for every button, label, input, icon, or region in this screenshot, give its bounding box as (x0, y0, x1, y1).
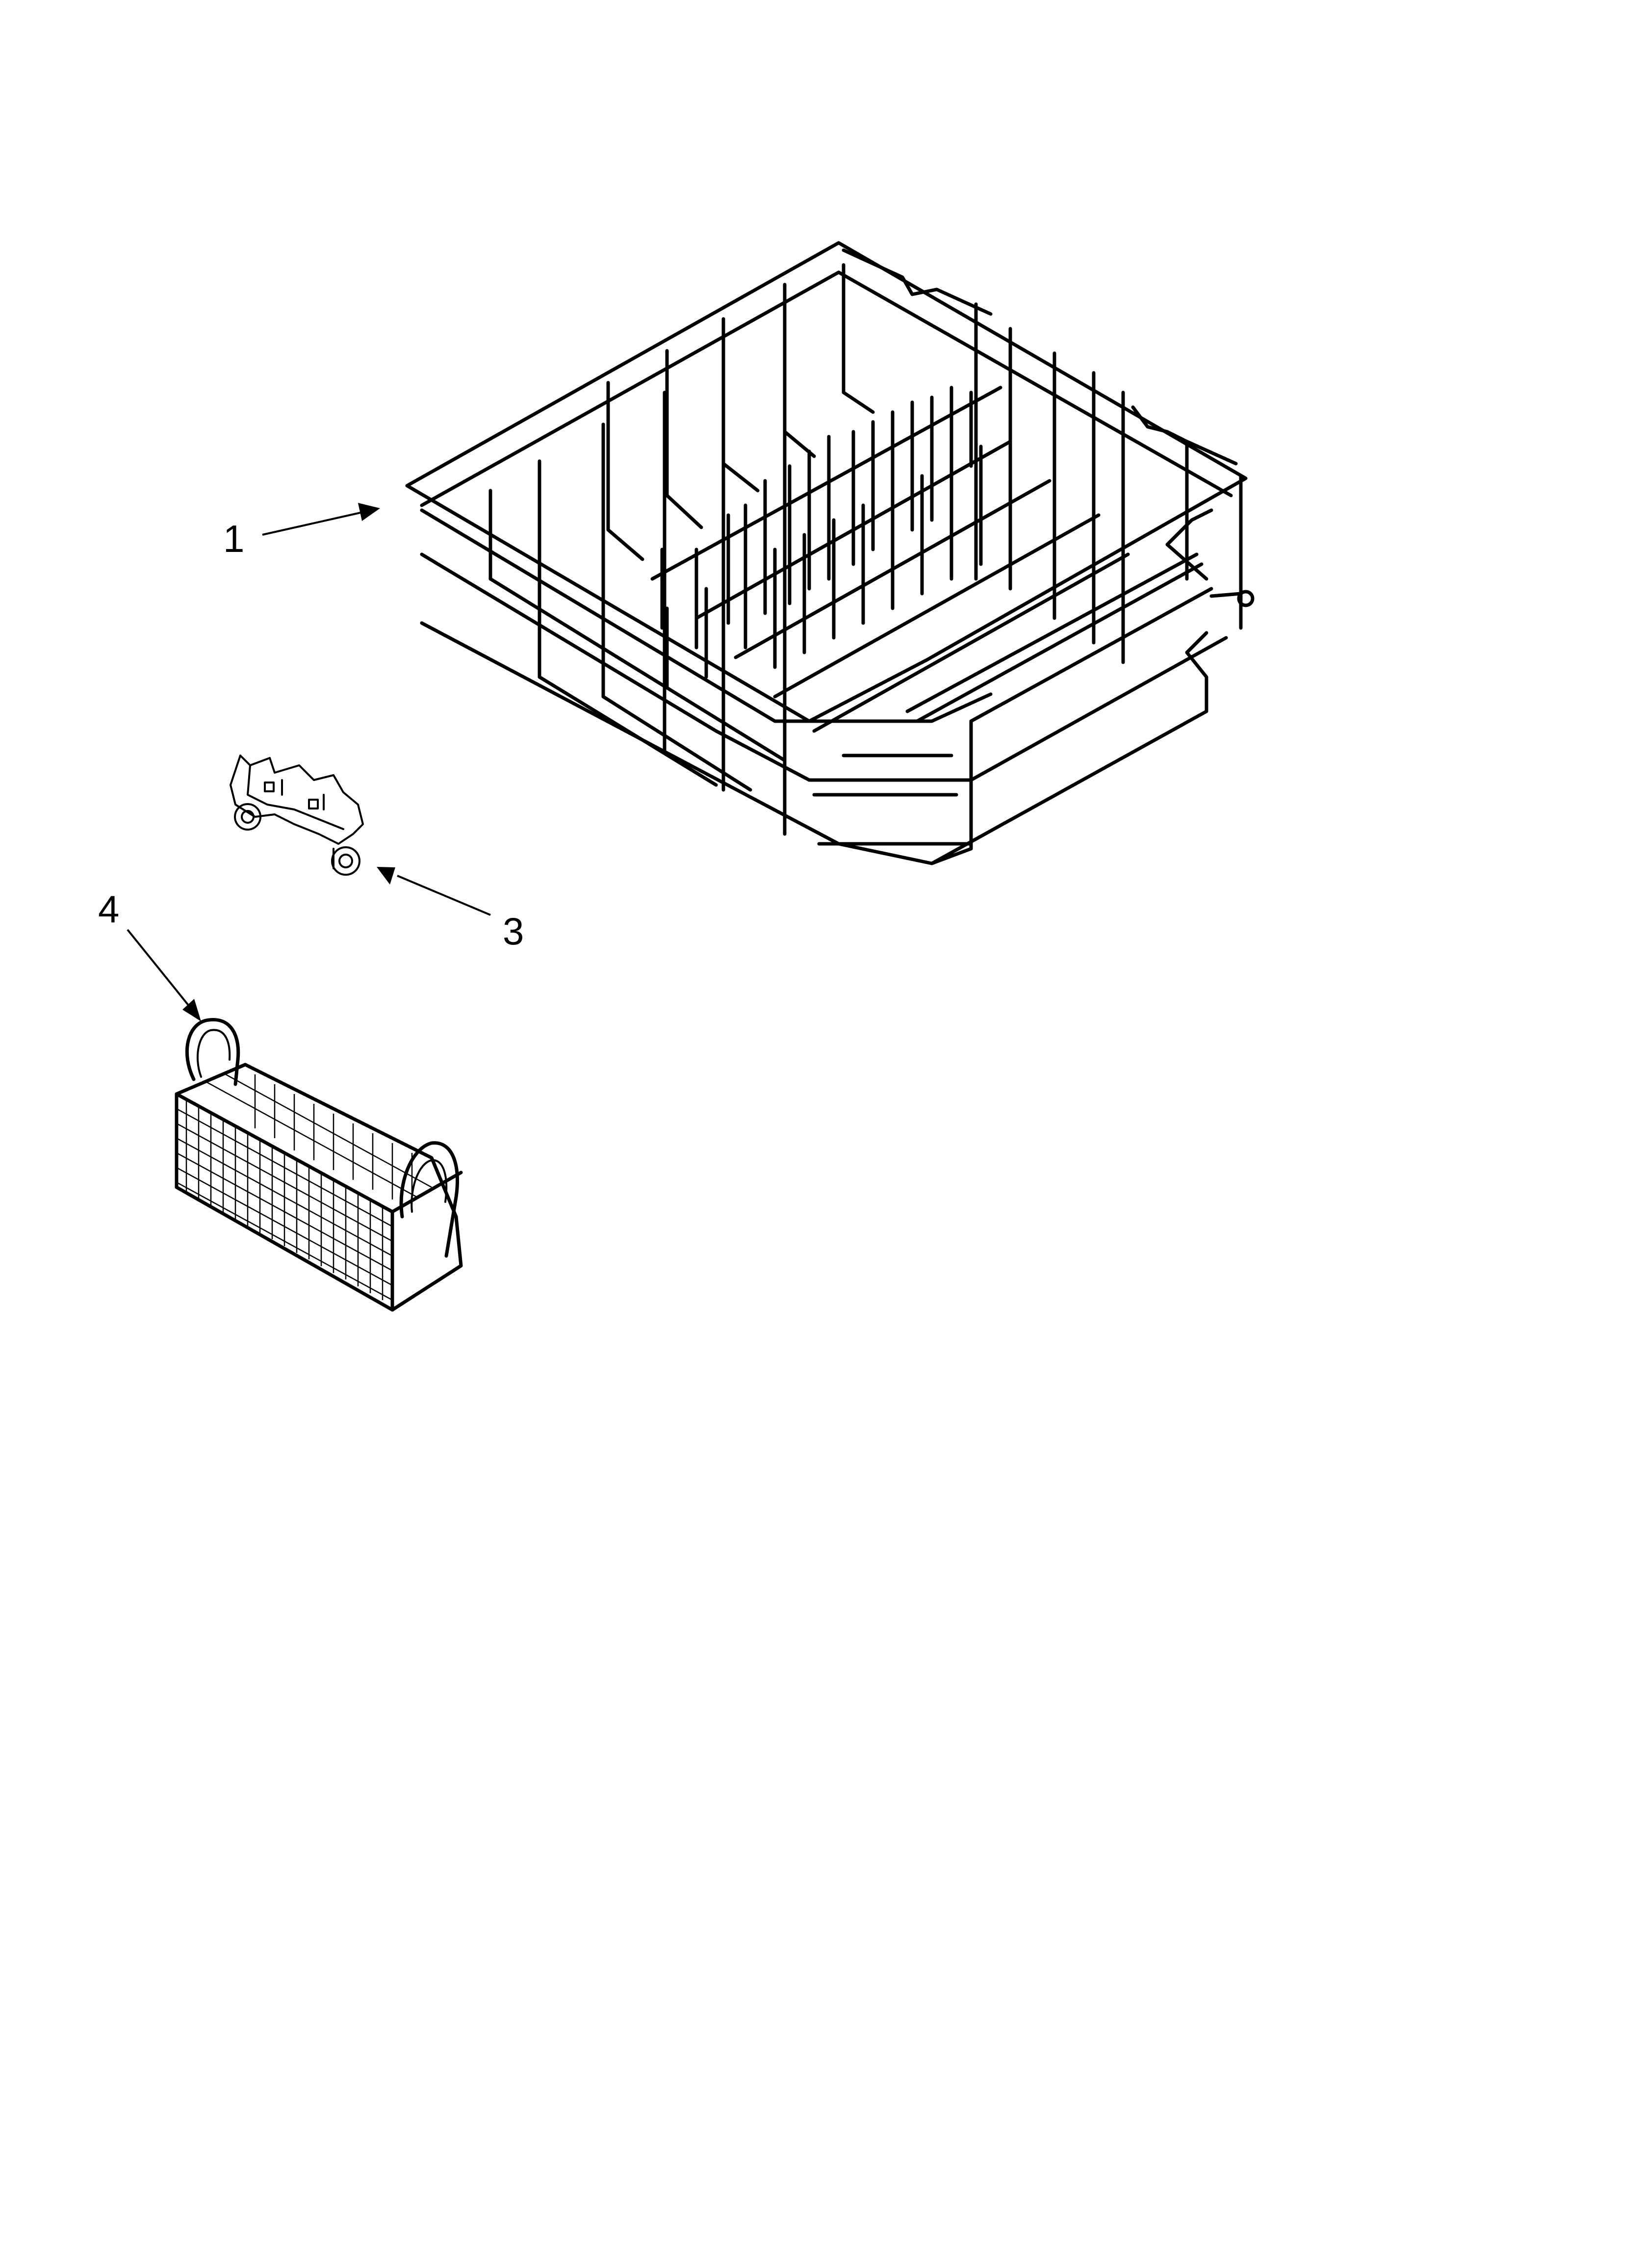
callout-1-label: 1 (223, 517, 244, 560)
dishrack-tines (660, 386, 983, 689)
callout-4: 4 (98, 887, 201, 1021)
basket-mesh (176, 1073, 432, 1301)
callout-3: 3 (377, 867, 524, 953)
rack-wheel-part[interactable] (230, 755, 364, 876)
dishrack-part[interactable] (405, 241, 1255, 865)
callout-3-label: 3 (503, 910, 524, 953)
callout-1: 1 (223, 503, 380, 560)
silverware-basket-part[interactable] (175, 1018, 463, 1312)
callout-4-label: 4 (98, 887, 119, 931)
